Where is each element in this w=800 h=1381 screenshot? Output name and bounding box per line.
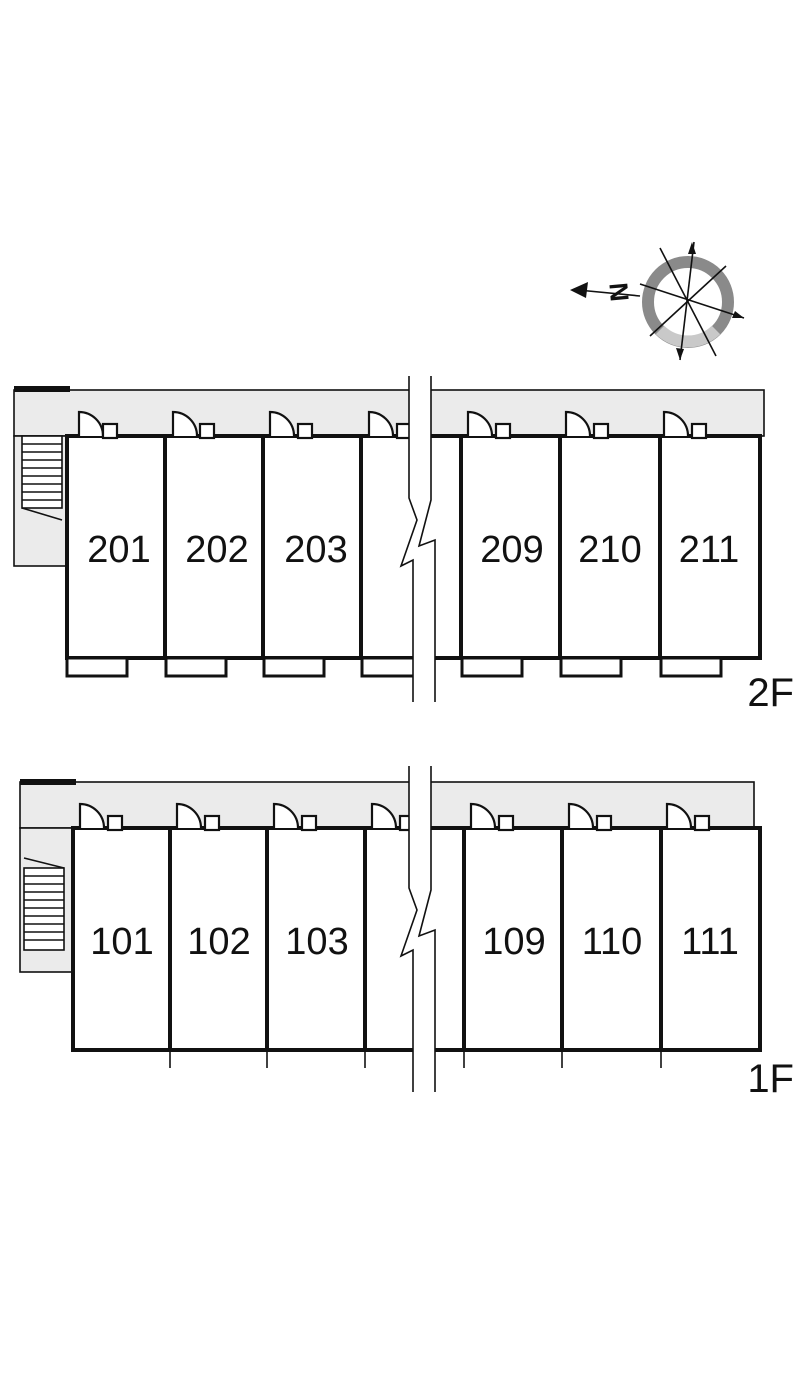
staircase-2f [21,435,63,521]
door-icon [77,410,119,440]
door-icon [567,802,613,832]
north-arrow-line [577,289,641,297]
room-number: 110 [582,921,643,963]
door-icon [171,410,216,440]
compass-axis [649,265,727,337]
balcony [460,656,524,678]
door-icon [78,802,124,832]
room-number: 210 [578,529,641,571]
floor-2f: 201 202 203 209 210 211 2F [13,376,794,715]
room-number: 103 [285,921,348,963]
compass: N [570,241,745,361]
balcony [65,656,129,678]
room-unit [659,826,762,1052]
north-letter: N [603,281,635,302]
door-icon [466,410,512,440]
room-unit [560,826,663,1052]
corridor-edge-1f [20,779,76,785]
balcony [559,656,623,678]
room-number: 202 [185,529,248,571]
corridor-edge-2f [14,386,70,392]
room-number: 211 [679,529,740,571]
break-symbol-2f [399,376,436,702]
floor-1f: 101 102 103 109 110 111 1F [19,766,794,1101]
room-number: 102 [187,921,250,963]
balcony [659,656,723,678]
room-number: 101 [90,921,153,963]
room-unit [265,826,367,1052]
compass-arrow-tip [676,348,684,360]
room-number: 109 [482,921,545,963]
door-icon [564,410,610,440]
door-icon [665,802,711,832]
compass-axis [679,241,695,361]
room-unit [558,434,662,660]
door-icon [175,802,221,832]
balcony [164,656,228,678]
room-unit [658,434,762,660]
door-icon [662,410,708,440]
room-number: 209 [480,529,543,571]
break-symbol-1f [399,766,436,1092]
compass-axis [639,283,745,319]
floor-label-2f: 2F [747,671,794,715]
compass-ring-light [655,325,721,348]
door-icon [469,802,515,832]
north-arrow-head [570,282,588,298]
room-unit [168,826,269,1052]
compass-arrow-tip [688,242,696,254]
room-number: 203 [284,529,347,571]
room-number: 201 [87,529,150,571]
door-icon [367,410,413,440]
balcony [262,656,326,678]
floor-label-1f: 1F [747,1057,794,1101]
staircase-1f [23,857,65,951]
door-icon [272,802,318,832]
door-icon [268,410,314,440]
compass-arrow-tip [732,311,744,318]
room-number: 111 [681,921,739,963]
